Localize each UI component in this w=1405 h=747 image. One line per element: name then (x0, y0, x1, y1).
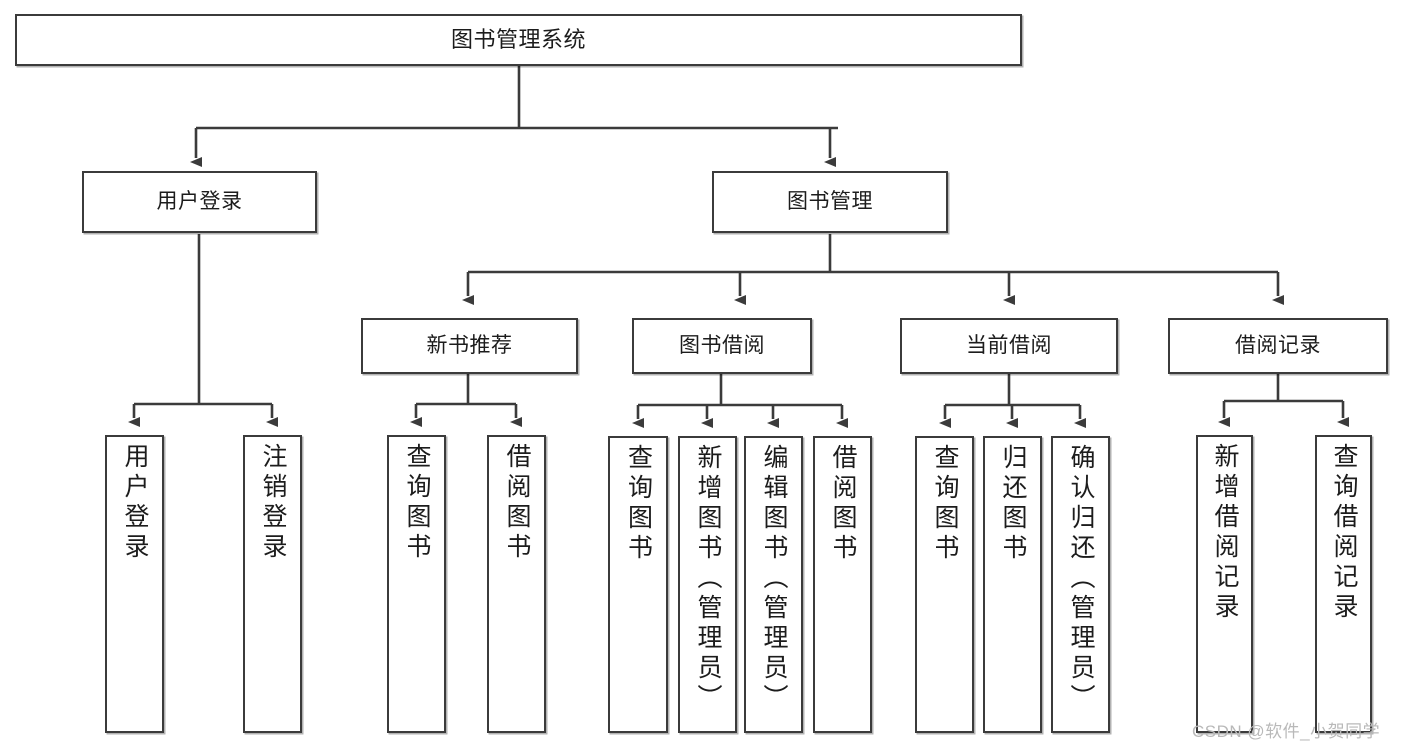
node-label: 查询借阅记录 (1330, 443, 1358, 623)
node-label: 借阅图书 (829, 444, 857, 564)
leaf-query-borrow-record[interactable]: 查询借阅记录 (1315, 435, 1372, 733)
node-book-management[interactable]: 图书管理 (712, 171, 948, 233)
leaf-edit-book-admin[interactable]: 编辑图书（管理员） (744, 436, 803, 733)
node-label: 查询图书 (403, 443, 431, 563)
node-label: 借阅图书 (503, 443, 531, 563)
node-label: 编辑图书（管理员） (760, 444, 788, 714)
node-root-system[interactable]: 图书管理系统 (15, 14, 1022, 66)
node-user-login[interactable]: 用户登录 (82, 171, 317, 233)
node-label: 注销登录 (259, 443, 287, 563)
leaf-return-book[interactable]: 归还图书 (983, 436, 1042, 733)
node-label: 当前借阅 (966, 334, 1052, 358)
node-label: 确认归还（管理员） (1067, 444, 1095, 714)
node-label: 新书推荐 (426, 334, 513, 358)
leaf-confirm-return-admin[interactable]: 确认归还（管理员） (1051, 436, 1110, 733)
leaf-add-borrow-record[interactable]: 新增借阅记录 (1196, 435, 1253, 733)
node-label: 归还图书 (999, 444, 1027, 564)
node-label: 新增借阅记录 (1211, 443, 1239, 623)
leaf-query-book-current[interactable]: 查询图书 (915, 436, 974, 733)
node-label: 借阅记录 (1235, 334, 1321, 358)
leaf-borrow-book-recommend[interactable]: 借阅图书 (487, 435, 546, 733)
leaf-query-book-recommend[interactable]: 查询图书 (387, 435, 446, 733)
node-book-borrow[interactable]: 图书借阅 (632, 318, 812, 374)
leaf-query-book-borrow[interactable]: 查询图书 (608, 436, 668, 733)
node-label: 查询图书 (624, 444, 653, 564)
leaf-add-book-admin[interactable]: 新增图书（管理员） (678, 436, 737, 733)
watermark-text: CSDN @软件_小贺同学 (1192, 722, 1381, 741)
node-borrow-records[interactable]: 借阅记录 (1168, 318, 1388, 374)
leaf-borrow-book[interactable]: 借阅图书 (813, 436, 872, 733)
leaf-user-login[interactable]: 用户登录 (105, 435, 164, 733)
node-new-book-recommend[interactable]: 新书推荐 (361, 318, 578, 374)
node-label: 图书借阅 (679, 334, 765, 358)
leaf-logout[interactable]: 注销登录 (243, 435, 302, 733)
node-label: 用户登录 (121, 443, 149, 563)
node-label: 图书管理 (787, 190, 873, 214)
node-label: 查询图书 (931, 444, 959, 564)
node-label: 用户登录 (156, 190, 243, 214)
node-label: 新增图书（管理员） (694, 444, 722, 714)
node-current-borrow[interactable]: 当前借阅 (900, 318, 1118, 374)
node-label: 图书管理系统 (450, 26, 586, 52)
